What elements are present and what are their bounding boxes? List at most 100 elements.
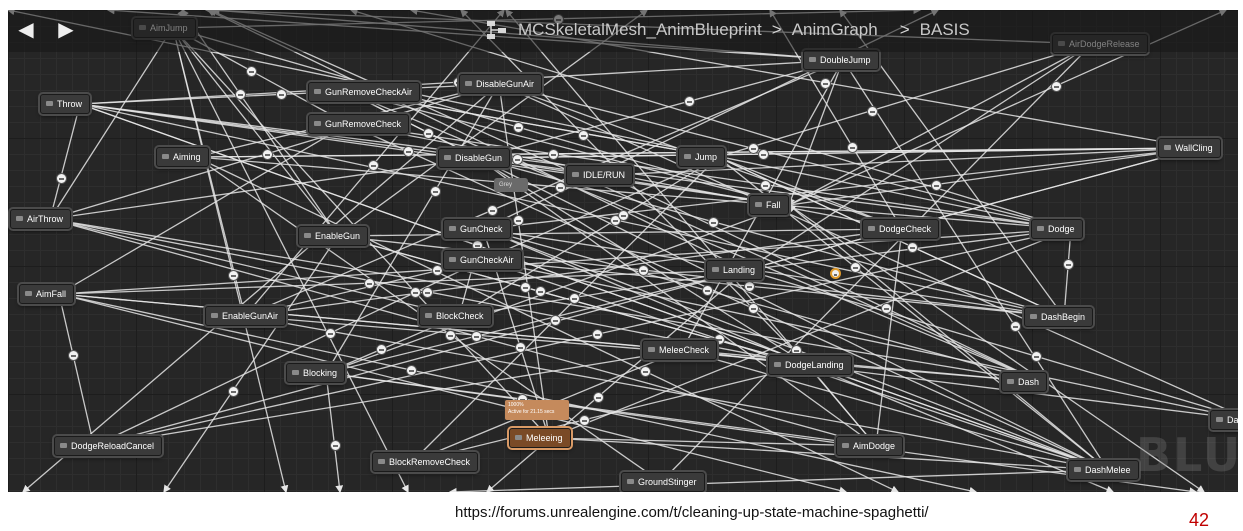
state-node[interactable]: Jump: [678, 147, 726, 167]
grey-node[interactable]: Grey: [494, 178, 528, 192]
transition-wire[interactable]: [347, 91, 480, 159]
transition-rule-icon[interactable]: [235, 89, 247, 101]
transition-wire[interactable]: [547, 434, 877, 447]
transition-wire[interactable]: [457, 269, 747, 319]
transition-wire[interactable]: [49, 218, 878, 449]
transition-wire[interactable]: [194, 153, 1072, 230]
transition-wire[interactable]: [547, 228, 1072, 440]
transition-rule-icon[interactable]: [618, 210, 630, 222]
transition-wire[interactable]: [346, 121, 1072, 230]
transition-rule-icon[interactable]: [406, 365, 418, 377]
transition-rule-icon[interactable]: [432, 264, 443, 276]
transition-wire[interactable]: [48, 216, 460, 317]
transition-rule-icon[interactable]: [707, 216, 719, 228]
transition-wire[interactable]: [172, 27, 409, 492]
state-node[interactable]: Meleeing: [509, 428, 571, 448]
transition-rule-icon[interactable]: [512, 154, 524, 166]
transition-wire[interactable]: [172, 27, 791, 207]
state-node[interactable]: MeleeCheck: [642, 340, 718, 360]
transition-wire[interactable]: [476, 157, 1109, 471]
forward-arrow-icon[interactable]: ▶: [58, 19, 74, 41]
transition-rule-icon[interactable]: [246, 65, 258, 77]
transition-rule-icon[interactable]: [324, 328, 336, 340]
transition-rule-icon[interactable]: [930, 179, 942, 191]
transition-wire[interactable]: [681, 349, 1110, 472]
transition-rule-icon[interactable]: [554, 181, 566, 193]
transition-wire[interactable]: [875, 227, 906, 447]
transition-rule-icon[interactable]: [376, 344, 388, 356]
transition-wire[interactable]: [717, 156, 904, 231]
state-machine-graph-viewport[interactable]: AimJumpThrowGunRemoveCheckAirDisableGunA…: [8, 10, 1238, 492]
transition-rule-icon[interactable]: [422, 286, 434, 298]
transition-rule-icon[interactable]: [1030, 351, 1042, 363]
transition-wire[interactable]: [325, 203, 791, 374]
state-node[interactable]: BlockRemoveCheck: [372, 452, 479, 472]
transition-rule-icon[interactable]: [820, 77, 832, 89]
transition-rule-icon[interactable]: [549, 314, 561, 326]
transition-rule-icon[interactable]: [849, 261, 861, 273]
state-node[interactable]: AimDodge: [836, 436, 904, 456]
transition-wire[interactable]: [325, 267, 748, 374]
state-node[interactable]: DisableGunAir: [459, 74, 543, 94]
state-node[interactable]: DisableGun: [438, 148, 511, 168]
transition-wire[interactable]: [476, 59, 844, 161]
transition-rule-icon[interactable]: [760, 179, 772, 191]
transition-rule-icon[interactable]: [410, 287, 422, 299]
transition-wire[interactable]: [476, 157, 809, 366]
state-node[interactable]: EnableGunAir: [205, 306, 287, 326]
transition-wire[interactable]: [481, 257, 1238, 420]
transition-wire[interactable]: [49, 82, 501, 220]
transition-rule-icon[interactable]: [683, 96, 695, 108]
state-node[interactable]: GroundStinger: [621, 472, 705, 492]
state-node[interactable]: IDLE/RUN: [566, 165, 634, 185]
transition-wire[interactable]: [92, 228, 1072, 449]
transition-rule-icon[interactable]: [535, 286, 547, 298]
transition-wire[interactable]: [93, 347, 684, 447]
transition-wire[interactable]: [206, 10, 747, 271]
state-node[interactable]: DashMelee: [1068, 460, 1139, 480]
transition-rule-icon[interactable]: [329, 440, 341, 452]
transition-rule-icon[interactable]: [1010, 321, 1021, 333]
transition-rule-icon[interactable]: [1063, 258, 1075, 270]
transition-wire[interactable]: [244, 315, 1110, 473]
transition-rule-icon[interactable]: [227, 385, 239, 397]
transition-wire[interactable]: [745, 269, 1238, 420]
transition-rule-icon[interactable]: [790, 344, 802, 356]
state-node[interactable]: EnableGun: [298, 226, 369, 246]
transition-rule-icon[interactable]: [579, 414, 591, 426]
transition-wire[interactable]: [496, 82, 550, 439]
transition-rule-icon[interactable]: [276, 89, 288, 101]
transition-wire[interactable]: [22, 83, 500, 492]
transition-wire[interactable]: [58, 225, 1073, 295]
state-node[interactable]: Throw: [40, 94, 91, 114]
transition-wire[interactable]: [58, 123, 350, 295]
transition-rule-icon[interactable]: [429, 185, 441, 197]
transition-rule-icon[interactable]: [639, 366, 651, 378]
transition-rule-icon[interactable]: [262, 148, 274, 160]
transition-rule-icon[interactable]: [747, 143, 759, 155]
transition-wire[interactable]: [788, 145, 1200, 206]
transition-wire[interactable]: [497, 81, 1072, 230]
state-node[interactable]: Dodge: [1031, 219, 1083, 239]
transition-rule-icon[interactable]: [747, 303, 759, 315]
state-node[interactable]: Blocking: [286, 363, 346, 383]
state-node[interactable]: AimFall: [19, 284, 75, 304]
transition-rule-icon[interactable]: [592, 392, 604, 404]
transition-rule-icon[interactable]: [713, 334, 725, 346]
transition-wire[interactable]: [49, 155, 480, 220]
transition-wire[interactable]: [78, 83, 500, 108]
breadcrumb-machine[interactable]: BASIS: [919, 20, 970, 39]
transition-wire[interactable]: [486, 269, 747, 492]
state-node[interactable]: DodgeCheck: [862, 219, 940, 239]
transition-wire[interactable]: [195, 156, 900, 492]
state-node[interactable]: GunCheck: [443, 219, 511, 239]
transition-wire[interactable]: [346, 89, 719, 158]
transition-wire[interactable]: [336, 228, 903, 240]
transition-wire[interactable]: [337, 235, 1066, 321]
back-arrow-icon[interactable]: ◀: [18, 19, 34, 41]
transition-rule-icon[interactable]: [519, 282, 531, 294]
transition-rule-icon[interactable]: [471, 331, 483, 343]
transition-wire[interactable]: [788, 204, 1206, 492]
transition-rule-icon[interactable]: [228, 270, 240, 282]
state-node[interactable]: GunRemoveCheck: [308, 114, 410, 134]
